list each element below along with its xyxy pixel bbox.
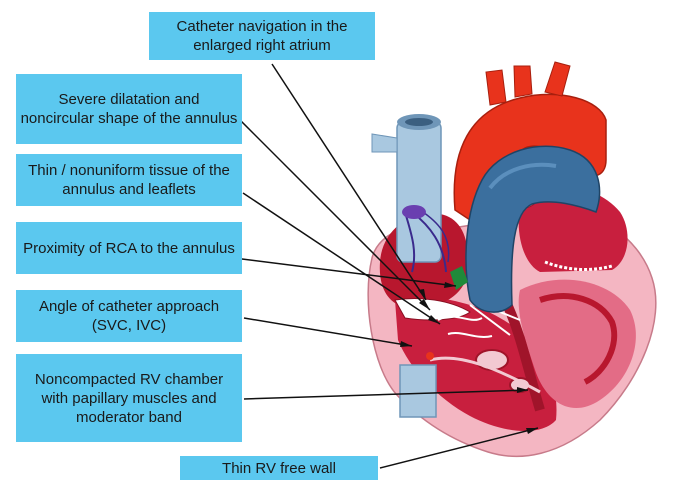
label-thin-tissue-text: Thin / nonuniform tissue of the annulus …: [20, 161, 238, 199]
aortic-branch: [514, 66, 532, 97]
label-rca-proximity-text: Proximity of RCA to the annulus: [23, 239, 235, 258]
superior-vena-cava: [397, 122, 441, 262]
aortic-branch: [486, 70, 506, 105]
label-thin-rv-wall-text: Thin RV free wall: [222, 459, 336, 478]
papillary-muscle: [476, 350, 508, 370]
label-noncompacted-rv: Noncompacted RV chamber with papillary m…: [16, 354, 242, 442]
catheter-tip: [402, 205, 426, 219]
label-catheter-angle-text: Angle of catheter approach (SVC, IVC): [20, 297, 238, 335]
label-rca-proximity: Proximity of RCA to the annulus: [16, 222, 242, 274]
label-catheter-navigation-text: Catheter navigation in the enlarged righ…: [153, 17, 371, 55]
label-thin-rv-wall: Thin RV free wall: [180, 456, 378, 480]
label-annulus-dilatation-text: Severe dilatation and noncircular shape …: [20, 90, 238, 128]
catheter-entry-point: [426, 352, 434, 360]
label-thin-tissue: Thin / nonuniform tissue of the annulus …: [16, 154, 242, 206]
label-noncompacted-rv-text: Noncompacted RV chamber with papillary m…: [20, 370, 238, 427]
azygos-vein: [372, 134, 397, 152]
svc-lumen: [405, 118, 433, 126]
inferior-vena-cava: [400, 365, 436, 417]
label-annulus-dilatation: Severe dilatation and noncircular shape …: [16, 74, 242, 144]
aortic-branch: [545, 62, 570, 96]
label-catheter-navigation: Catheter navigation in the enlarged righ…: [149, 12, 375, 60]
label-catheter-angle: Angle of catheter approach (SVC, IVC): [16, 290, 242, 342]
